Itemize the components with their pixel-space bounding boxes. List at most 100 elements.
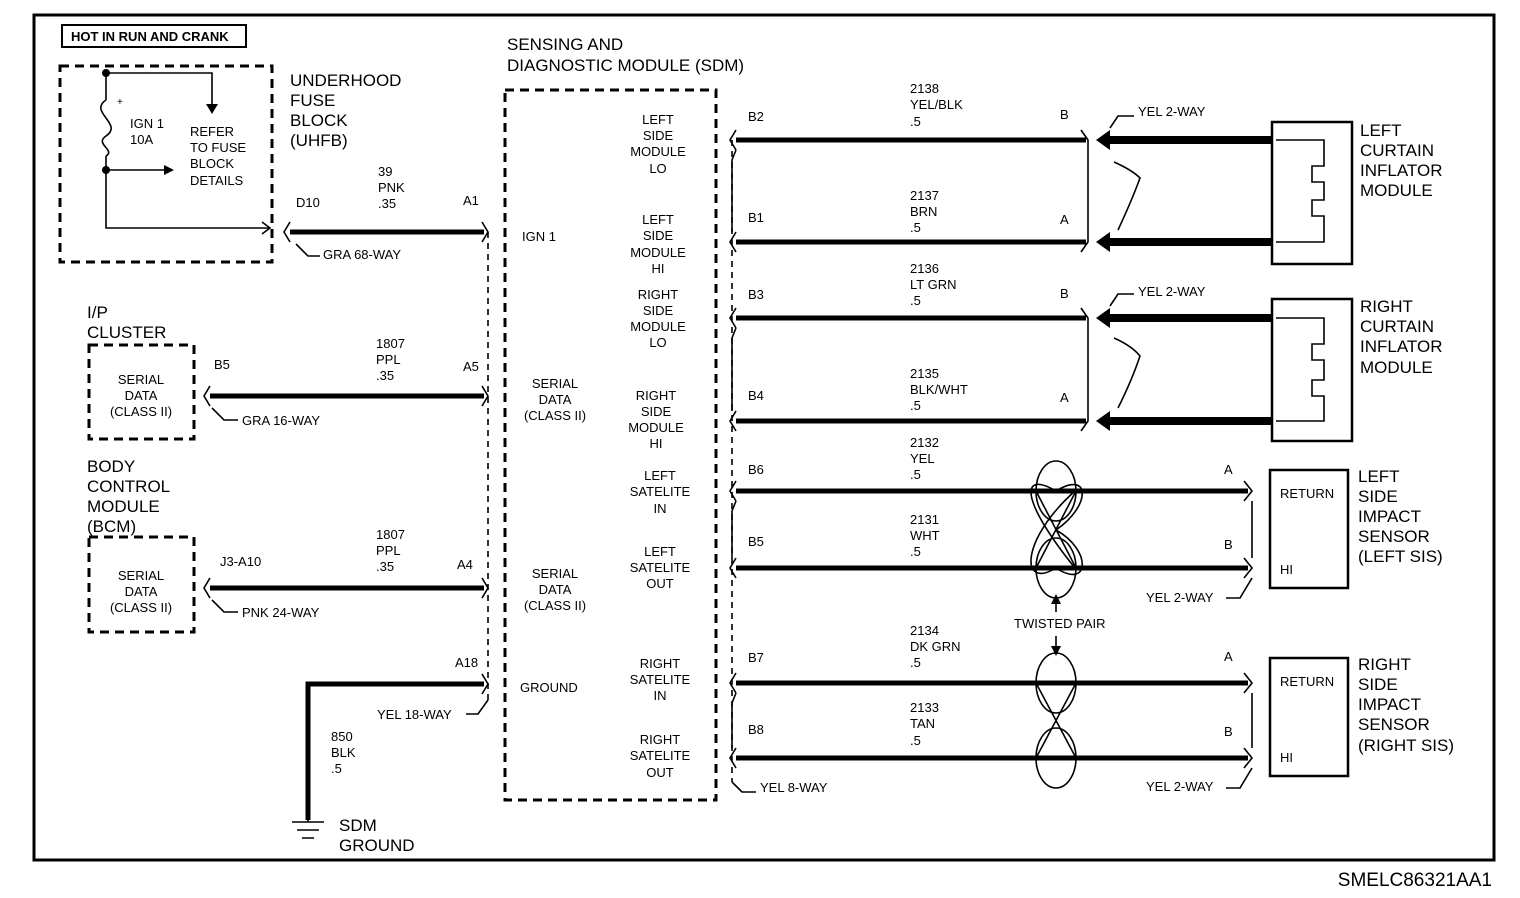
twisted-pair-label: TWISTED PAIR: [1014, 616, 1105, 631]
sdm-r6-1: SATELITE: [630, 672, 691, 687]
ip-cluster-block: I/P CLUSTER SERIAL DATA (CLASS II) B5 GR…: [87, 303, 320, 441]
sdm-r4-1: SATELITE: [630, 484, 691, 499]
sdm-r3-3: HI: [650, 436, 663, 451]
sdm-r1-1: SIDE: [643, 228, 674, 243]
wire-b4-color: BLK/WHT: [910, 382, 968, 397]
sdm-r4-2: IN: [654, 501, 667, 516]
ip-title-2: CLUSTER: [87, 323, 166, 342]
sdm-r0-2: MODULE: [630, 144, 686, 159]
wire-b5-color: WHT: [910, 528, 940, 543]
sdm-r3-0: RIGHT: [636, 388, 677, 403]
wire-b3-gauge: .5: [910, 293, 921, 308]
right-sis-title-4: SENSOR: [1358, 715, 1430, 734]
wire-b5-pin: B5: [748, 534, 764, 549]
right-side-impact-sensor: RETURN HI RIGHT SIDE IMPACT SENSOR (RIGH…: [1268, 655, 1454, 778]
left-sis-title-3: IMPACT: [1358, 507, 1421, 526]
diagram-frame: [32, 13, 1496, 862]
wire-a4-pin: A4: [457, 557, 473, 572]
sdm-r5-2: OUT: [646, 576, 674, 591]
left-side-impact-sensor: RETURN HI LEFT SIDE IMPACT SENSOR (LEFT …: [1268, 467, 1443, 590]
wire-a1-gauge: .35: [378, 196, 396, 211]
wire-b6-pin: B6: [748, 462, 764, 477]
sdm-title-1: SENSING AND: [507, 35, 623, 54]
sdm-r7-2: OUT: [646, 765, 674, 780]
wire-b8-gauge: .5: [910, 733, 921, 748]
wire-b3-term: B: [1060, 286, 1069, 301]
sdm-left-label-gnd: GROUND: [520, 680, 578, 695]
ip-title-1: I/P: [87, 303, 108, 322]
right-wires: YEL 8-WAY B2 2138 YEL/BLK .5 B B1 2137 B…: [729, 81, 1272, 795]
wire-a18-gauge: .5: [331, 761, 342, 776]
sdm-r7-1: SATELITE: [630, 748, 691, 763]
sdm-left-label-sd1-2: DATA: [539, 392, 572, 407]
wire-a18-pin: A18: [455, 655, 478, 670]
sdm-r2-2: MODULE: [630, 319, 686, 334]
right-sis-title-5: (RIGHT SIS): [1358, 736, 1454, 755]
uhfb-title-4: (UHFB): [290, 131, 348, 150]
sdm-r6-2: IN: [654, 688, 667, 703]
wire-b2-term: B: [1060, 107, 1069, 122]
uhfb-block: UNDERHOOD FUSE BLOCK (UHFB) + IGN 1 10A …: [58, 64, 401, 264]
bcm-inner-1: SERIAL: [118, 568, 164, 583]
wire-b2-color: YEL/BLK: [910, 97, 963, 112]
svg-text:+: +: [117, 97, 123, 108]
sdm-r0-1: SIDE: [643, 128, 674, 143]
refer-1: REFER: [190, 124, 234, 139]
left-sis-hi: HI: [1280, 562, 1293, 577]
sdm-r5-0: LEFT: [644, 544, 676, 559]
ip-inner-2: DATA: [125, 388, 158, 403]
wire-b1-color: BRN: [910, 204, 937, 219]
wire-a5-gauge: .35: [376, 368, 394, 383]
wire-b8-term: B: [1224, 724, 1233, 739]
sdm-module: SENSING AND DIAGNOSTIC MODULE (SDM) IGN …: [503, 35, 744, 802]
left-wires: 39 PNK .35 A1 1807 PPL .35 A5 1807 PPL .…: [203, 164, 489, 820]
left-sis-title-4: SENSOR: [1358, 527, 1430, 546]
sdm-r2-1: SIDE: [643, 303, 674, 318]
fuse-label-2: 10A: [130, 132, 153, 147]
sdm-r3-1: SIDE: [641, 404, 672, 419]
wire-b3-pin: B3: [748, 287, 764, 302]
right-curtain-title-4: MODULE: [1360, 358, 1433, 377]
right-curtain-title-1: RIGHT: [1360, 297, 1413, 316]
wire-b2-circuit: 2138: [910, 81, 939, 96]
ip-inner-3: (CLASS II): [110, 404, 172, 419]
fuse-icon: [100, 99, 112, 157]
ground-label-2: GROUND: [339, 836, 415, 855]
bcm-connector: PNK 24-WAY: [242, 605, 320, 620]
sdm-r1-2: MODULE: [630, 245, 686, 260]
sdm-r2-3: LO: [649, 335, 666, 350]
sdm-r4-0: LEFT: [644, 468, 676, 483]
wire-b5-circuit: 2131: [910, 512, 939, 527]
wire-a5-circuit: 1807: [376, 336, 405, 351]
uhfb-pin: D10: [296, 195, 320, 210]
bcm-inner-2: DATA: [125, 584, 158, 599]
inflator-connector-icon: [1276, 139, 1325, 243]
ground-label-1: SDM: [339, 816, 377, 835]
wire-b8-circuit: 2133: [910, 700, 939, 715]
sdm-ground: SDM GROUND: [292, 812, 415, 855]
inflator-connector-icon: [1276, 317, 1325, 422]
wire-a4-circuit: 1807: [376, 527, 405, 542]
wire-b6-gauge: .5: [910, 467, 921, 482]
wire-b6-circuit: 2132: [910, 435, 939, 450]
wire-a4-color: PPL: [376, 543, 401, 558]
wire-b2-pin: B2: [748, 109, 764, 124]
wire-b7-term: A: [1224, 649, 1233, 664]
uhfb-title-3: BLOCK: [290, 111, 348, 130]
bcm-title-1: BODY: [87, 457, 135, 476]
right-sis-connector: YEL 2-WAY: [1146, 779, 1214, 794]
sdm-r0-3: LO: [649, 161, 666, 176]
wire-b1-gauge: .5: [910, 220, 921, 235]
wire-b7-color: DK GRN: [910, 639, 961, 654]
bcm-pin: J3-A10: [220, 554, 261, 569]
wire-b1-circuit: 2137: [910, 188, 939, 203]
ip-inner-1: SERIAL: [118, 372, 164, 387]
wire-a5-color: PPL: [376, 352, 401, 367]
sdm-left-label-sd1-3: (CLASS II): [524, 408, 586, 423]
wire-b4-circuit: 2135: [910, 366, 939, 381]
right-sis-return: RETURN: [1280, 674, 1334, 689]
sdm-title-2: DIAGNOSTIC MODULE (SDM): [507, 56, 744, 75]
refer-3: BLOCK: [190, 156, 234, 171]
refer-4: DETAILS: [190, 173, 244, 188]
